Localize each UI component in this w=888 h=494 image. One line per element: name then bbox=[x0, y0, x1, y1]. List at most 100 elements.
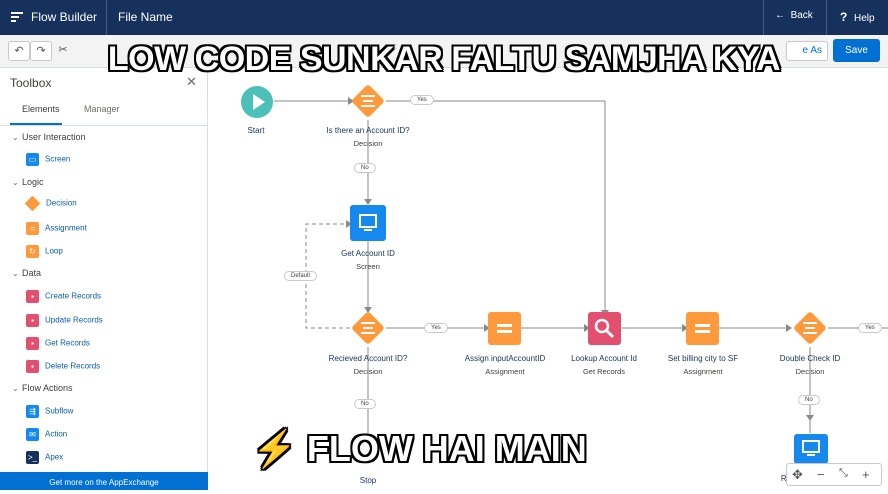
decision3-type: Decision bbox=[795, 367, 825, 376]
toolbox-panel: Toolbox ✕ Elements Manager ⌄User Interac… bbox=[0, 68, 208, 490]
decision-node-double-check-id[interactable] bbox=[790, 308, 830, 348]
screen1-label: Get Account ID bbox=[341, 249, 395, 258]
stop-label: Stop bbox=[359, 476, 377, 485]
help-label: Help bbox=[854, 13, 875, 24]
file-name[interactable]: File Name bbox=[118, 10, 173, 24]
cut-button[interactable]: ✂ bbox=[56, 41, 70, 61]
assignment-node-set-billing-city[interactable] bbox=[686, 312, 719, 345]
section-logic[interactable]: ⌄Logic bbox=[12, 177, 44, 187]
toolbox-item-subflow[interactable]: ⇶ Subflow bbox=[26, 405, 73, 418]
assignment-node-assign-inputaccountid[interactable] bbox=[488, 312, 521, 345]
zoom-controls: ✥ − ⤡ + bbox=[786, 463, 882, 486]
item-label: Assignment bbox=[45, 223, 87, 233]
section-user-interaction[interactable]: ⌄User Interaction bbox=[12, 132, 86, 142]
connector-no-label: No bbox=[354, 163, 376, 173]
toolbox-item-update-records[interactable]: ▪ Update Records bbox=[26, 314, 103, 327]
start-label: Start bbox=[247, 126, 265, 135]
help-icon: ? bbox=[840, 10, 854, 24]
section-label: Logic bbox=[22, 177, 44, 187]
back-button[interactable]: ← Back bbox=[775, 10, 813, 21]
decision2-label: Recieved Account ID? bbox=[328, 354, 408, 363]
fit-icon[interactable]: ⤡ bbox=[839, 467, 848, 479]
assign1-type: Assignment bbox=[485, 367, 525, 376]
lookup-type: Get Records bbox=[582, 367, 626, 376]
screen-icon bbox=[802, 440, 820, 453]
screen1-type: Screen bbox=[356, 262, 380, 271]
screen-node-bottom[interactable] bbox=[794, 434, 828, 464]
screen-icon: ▭ bbox=[26, 153, 39, 166]
undo-icon: ↶ bbox=[14, 45, 24, 57]
chevron-down-icon: ⌄ bbox=[12, 133, 19, 142]
undo-button[interactable]: ↶ bbox=[8, 41, 30, 61]
screen-node-get-account-id[interactable] bbox=[350, 205, 386, 241]
assign1-label: Assign inputAccountID bbox=[464, 354, 546, 363]
redo-button[interactable]: ↷ bbox=[30, 41, 52, 61]
toolbox-item-screen[interactable]: ▭ Screen bbox=[26, 153, 70, 166]
apex-icon: >_ bbox=[26, 451, 39, 464]
chevron-down-icon: ⌄ bbox=[12, 269, 19, 278]
move-icon[interactable]: ✥ bbox=[792, 467, 803, 482]
save-as-button[interactable]: e As bbox=[786, 41, 828, 61]
toolbox-item-action[interactable]: ✉Action bbox=[26, 428, 67, 441]
toolbox-item-loop[interactable]: ↻Loop bbox=[26, 245, 63, 258]
item-label: Screen bbox=[45, 154, 71, 164]
connector-yes-label: Yes bbox=[858, 323, 882, 333]
tab-manager[interactable]: Manager bbox=[84, 104, 120, 114]
help-button[interactable]: ? Help bbox=[840, 10, 875, 24]
search-icon bbox=[594, 318, 610, 334]
tab-elements[interactable]: Elements bbox=[22, 104, 60, 114]
back-arrow-icon: ← bbox=[775, 10, 791, 21]
chevron-down-icon: ⌄ bbox=[12, 384, 19, 393]
decision-node-recieved-account-id[interactable] bbox=[348, 308, 388, 348]
item-label: Decision bbox=[46, 198, 77, 208]
toolbar: ↶ ↷ ✂ e As Save bbox=[0, 35, 888, 68]
zoom-out-icon[interactable]: − bbox=[817, 467, 825, 482]
decision1-type: Decision bbox=[353, 139, 383, 148]
connector-default-label: Default bbox=[284, 271, 318, 281]
assignment-icon bbox=[695, 324, 710, 333]
start-node[interactable] bbox=[240, 85, 274, 119]
decision-node-is-there-account-id[interactable] bbox=[348, 81, 388, 121]
meme-bottom-caption: ⚡ FLOW HAI MAIN bbox=[252, 428, 587, 470]
flow-canvas[interactable]: Start Is there an Account ID? Decision Y… bbox=[208, 68, 888, 486]
get-records-node-lookup-account-id[interactable] bbox=[588, 312, 621, 345]
delete-records-icon: ▪ bbox=[26, 360, 39, 373]
header-divider bbox=[106, 0, 107, 35]
header-divider bbox=[826, 0, 827, 35]
section-flow-actions[interactable]: ⌄Flow Actions bbox=[12, 383, 73, 393]
toolbox-item-create-records[interactable]: ▪Create Records bbox=[26, 290, 101, 303]
section-label: User Interaction bbox=[22, 132, 86, 142]
chevron-down-icon: ⌄ bbox=[12, 178, 19, 187]
appexchange-link[interactable]: Get more on the AppExchange bbox=[0, 472, 208, 490]
lookup-label: Lookup Account Id bbox=[571, 354, 637, 363]
toolbox-item-apex[interactable]: >_ Apex bbox=[26, 451, 63, 464]
header-divider bbox=[763, 0, 764, 35]
toolbox-item-decision[interactable]: Decision bbox=[24, 195, 77, 212]
get-records-icon: ▪ bbox=[26, 337, 39, 350]
save-button[interactable]: Save bbox=[833, 39, 880, 62]
item-label: Apex bbox=[45, 452, 64, 462]
subflow-icon: ⇶ bbox=[26, 405, 39, 418]
item-label: Get Records bbox=[45, 338, 90, 348]
connector-no-label: No bbox=[354, 399, 376, 409]
section-data[interactable]: ⌄Data bbox=[12, 268, 41, 278]
toolbox-item-assignment[interactable]: =Assignment bbox=[26, 222, 87, 235]
item-label: Update Records bbox=[45, 315, 103, 325]
toolbox-item-get-records[interactable]: ▪ Get Records bbox=[26, 337, 90, 350]
toolbox-item-delete-records[interactable]: ▪ Delete Records bbox=[26, 360, 100, 373]
decision-icon bbox=[803, 322, 817, 334]
back-label: Back bbox=[790, 10, 813, 21]
item-label: Subflow bbox=[45, 406, 74, 416]
screen-icon bbox=[359, 214, 377, 228]
update-records-icon: ▪ bbox=[26, 314, 39, 327]
lightning-icon: ⚡ bbox=[252, 428, 297, 469]
assign2-label: Set billing city to SF bbox=[667, 354, 739, 363]
zoom-in-icon[interactable]: + bbox=[862, 467, 870, 482]
close-icon[interactable]: ✕ bbox=[186, 74, 197, 89]
decision3-label: Double Check ID bbox=[779, 354, 841, 363]
active-tab-indicator bbox=[10, 123, 62, 125]
play-icon bbox=[253, 94, 265, 110]
decision2-type: Decision bbox=[353, 367, 383, 376]
item-label: Delete Records bbox=[45, 361, 101, 371]
decision-icon bbox=[24, 195, 41, 212]
